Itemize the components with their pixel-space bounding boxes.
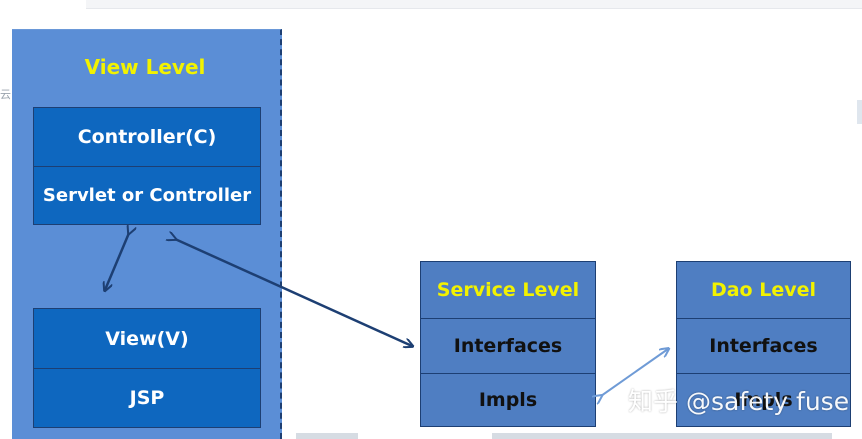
side-glyph: 云 (0, 88, 11, 101)
controller-header: Controller(C) (34, 108, 260, 166)
dao-impls: Impls (677, 373, 850, 426)
service-level-title: Service Level (421, 262, 595, 318)
bottom-decoration (296, 433, 358, 439)
dao-level-title: Dao Level (677, 262, 850, 318)
right-edge-mark (857, 100, 862, 124)
service-level-box: Service Level Interfaces Impls (420, 261, 596, 427)
top-bar (86, 0, 862, 9)
view-level-title: View Level (84, 55, 206, 79)
watermark-text: 知乎 @safety fuse (628, 387, 850, 416)
dao-interfaces: Interfaces (677, 318, 850, 373)
controller-view-arrow (105, 233, 129, 290)
controller-service-arrow (175, 239, 412, 346)
controller-box: Controller(C) Servlet or Controller (33, 107, 261, 225)
service-dao-arrow (601, 349, 668, 396)
bottom-decoration (492, 433, 832, 439)
service-impls: Impls (421, 373, 595, 426)
view-body: JSP (34, 368, 260, 427)
controller-body: Servlet or Controller (34, 166, 260, 224)
service-interfaces: Interfaces (421, 318, 595, 373)
dao-level-box: Dao Level Interfaces Impls (676, 261, 851, 427)
